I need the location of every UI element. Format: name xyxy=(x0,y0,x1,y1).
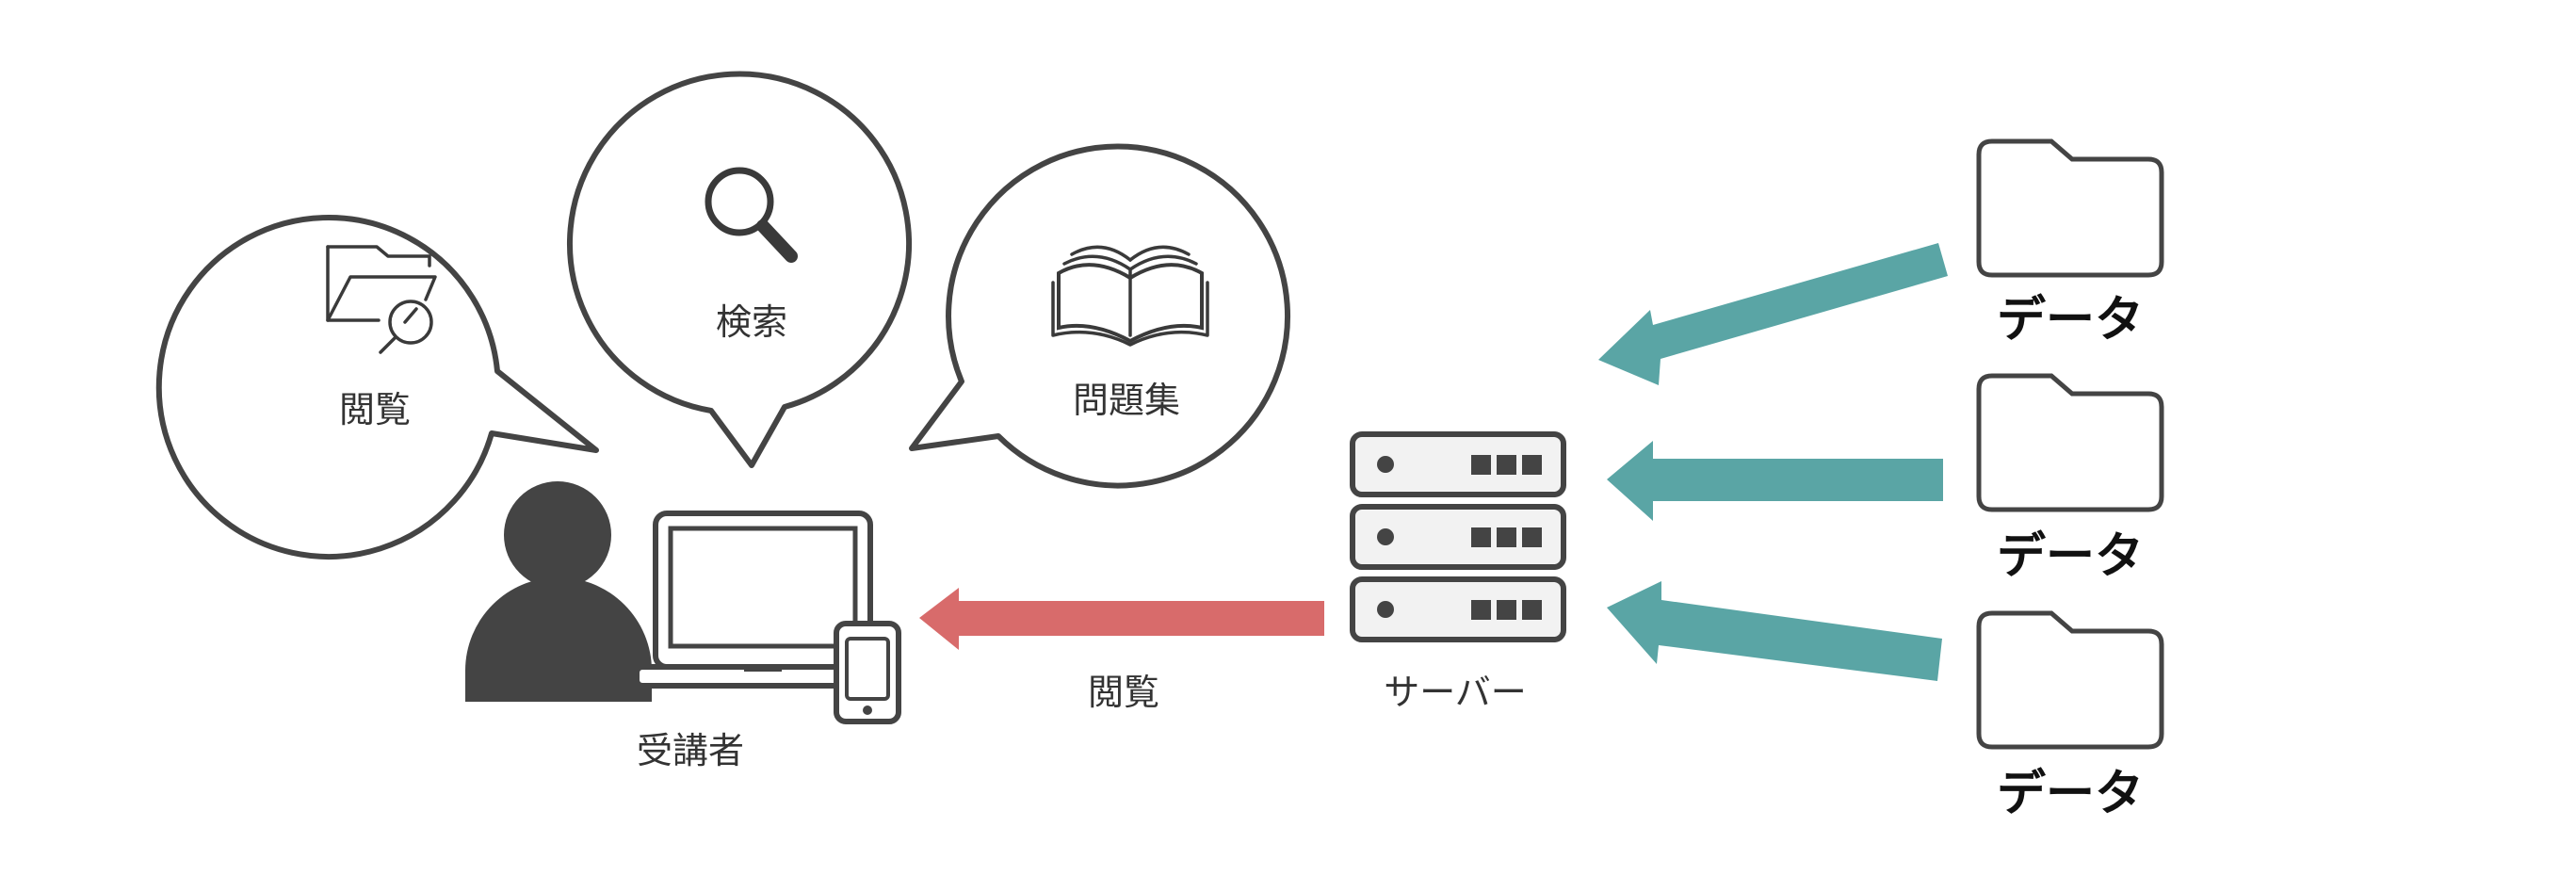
data-source-2: データ xyxy=(1976,373,2164,585)
bubble-browse: 閲覧 xyxy=(155,214,599,560)
user-group: 受講者 xyxy=(465,481,901,771)
folder-icon xyxy=(1976,610,2164,750)
data-source-label: データ xyxy=(1997,528,2144,585)
server-rack-icon xyxy=(1350,431,1566,642)
data-source-1: データ xyxy=(1976,138,2164,349)
bubble-search: 検索 xyxy=(567,71,912,468)
data-source-label: データ xyxy=(1997,766,2144,822)
flow-label: 閲覧 xyxy=(1088,672,1159,713)
bubble-questions: 問題集 xyxy=(909,143,1291,489)
bubble-browse-label: 閲覧 xyxy=(339,389,411,430)
magnifier-icon xyxy=(705,167,798,263)
data-source-label: データ xyxy=(1997,292,2144,349)
folder-search-icon xyxy=(326,245,437,354)
folder-icon xyxy=(1976,138,2164,278)
smartphone-icon xyxy=(834,621,901,724)
data-to-server-arrow-2 xyxy=(1607,441,1943,521)
server-label: サーバー xyxy=(1384,672,1527,713)
folder-icon xyxy=(1976,373,2164,512)
data-source-3: データ xyxy=(1976,610,2164,822)
open-book-icon xyxy=(1051,245,1209,347)
laptop-icon xyxy=(634,511,892,689)
data-to-server-arrow-3 xyxy=(1607,581,1942,681)
bubble-search-label: 検索 xyxy=(716,301,787,343)
bubble-questions-label: 問題集 xyxy=(1073,380,1180,421)
user-label: 受講者 xyxy=(637,730,744,771)
data-to-server-arrow-1 xyxy=(1598,243,1948,385)
server-to-user-arrow xyxy=(919,588,1324,650)
person-icon xyxy=(465,481,652,702)
